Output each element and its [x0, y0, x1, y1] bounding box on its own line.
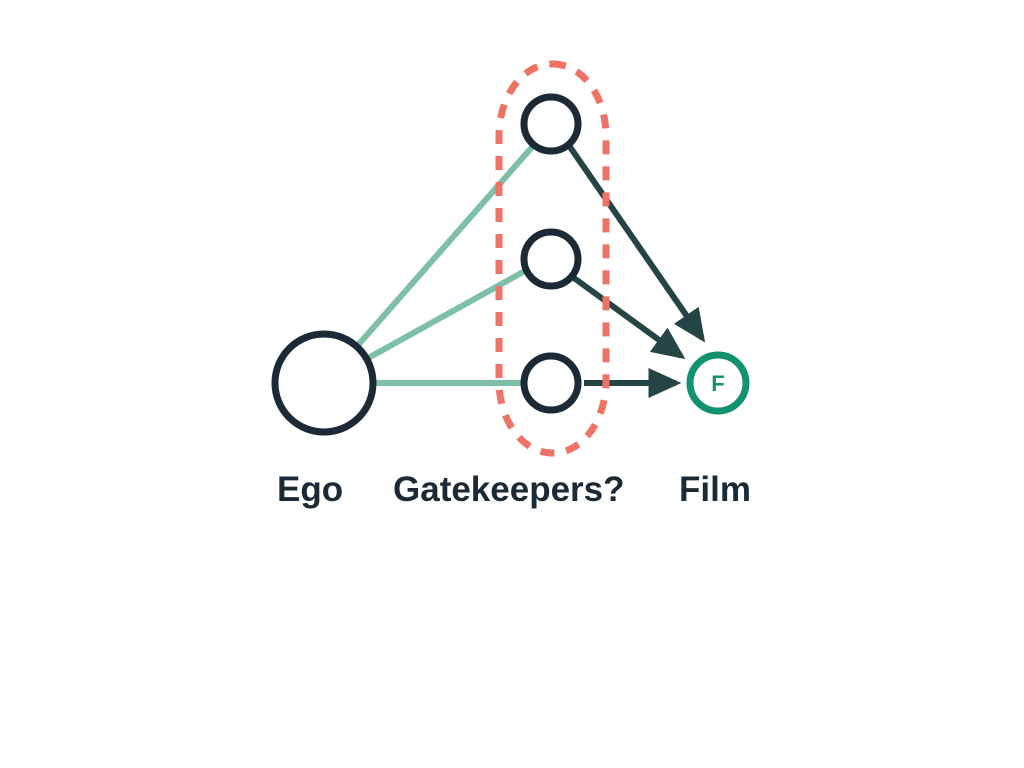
film-node-letter: F — [711, 371, 724, 396]
gatekeepers-label: Gatekeepers? — [393, 470, 625, 509]
film-label: Film — [679, 470, 751, 509]
gatekeeper-node-bottom — [520, 352, 582, 414]
ego-label: Ego — [277, 470, 344, 509]
edge-gatekeeper-top-to-film — [567, 145, 706, 343]
film-edges — [567, 145, 706, 398]
gatekeeper-node-middle — [520, 228, 582, 290]
ego-node — [271, 330, 377, 436]
edge-ego-to-gatekeeper-top — [356, 143, 536, 347]
gatekeepers-highlight-outline — [495, 60, 610, 457]
edge-gatekeeper-middle-to-film — [572, 275, 686, 360]
film-node — [686, 351, 750, 415]
gatekeeper-node-top — [520, 93, 582, 155]
ego-edges — [356, 143, 536, 386]
